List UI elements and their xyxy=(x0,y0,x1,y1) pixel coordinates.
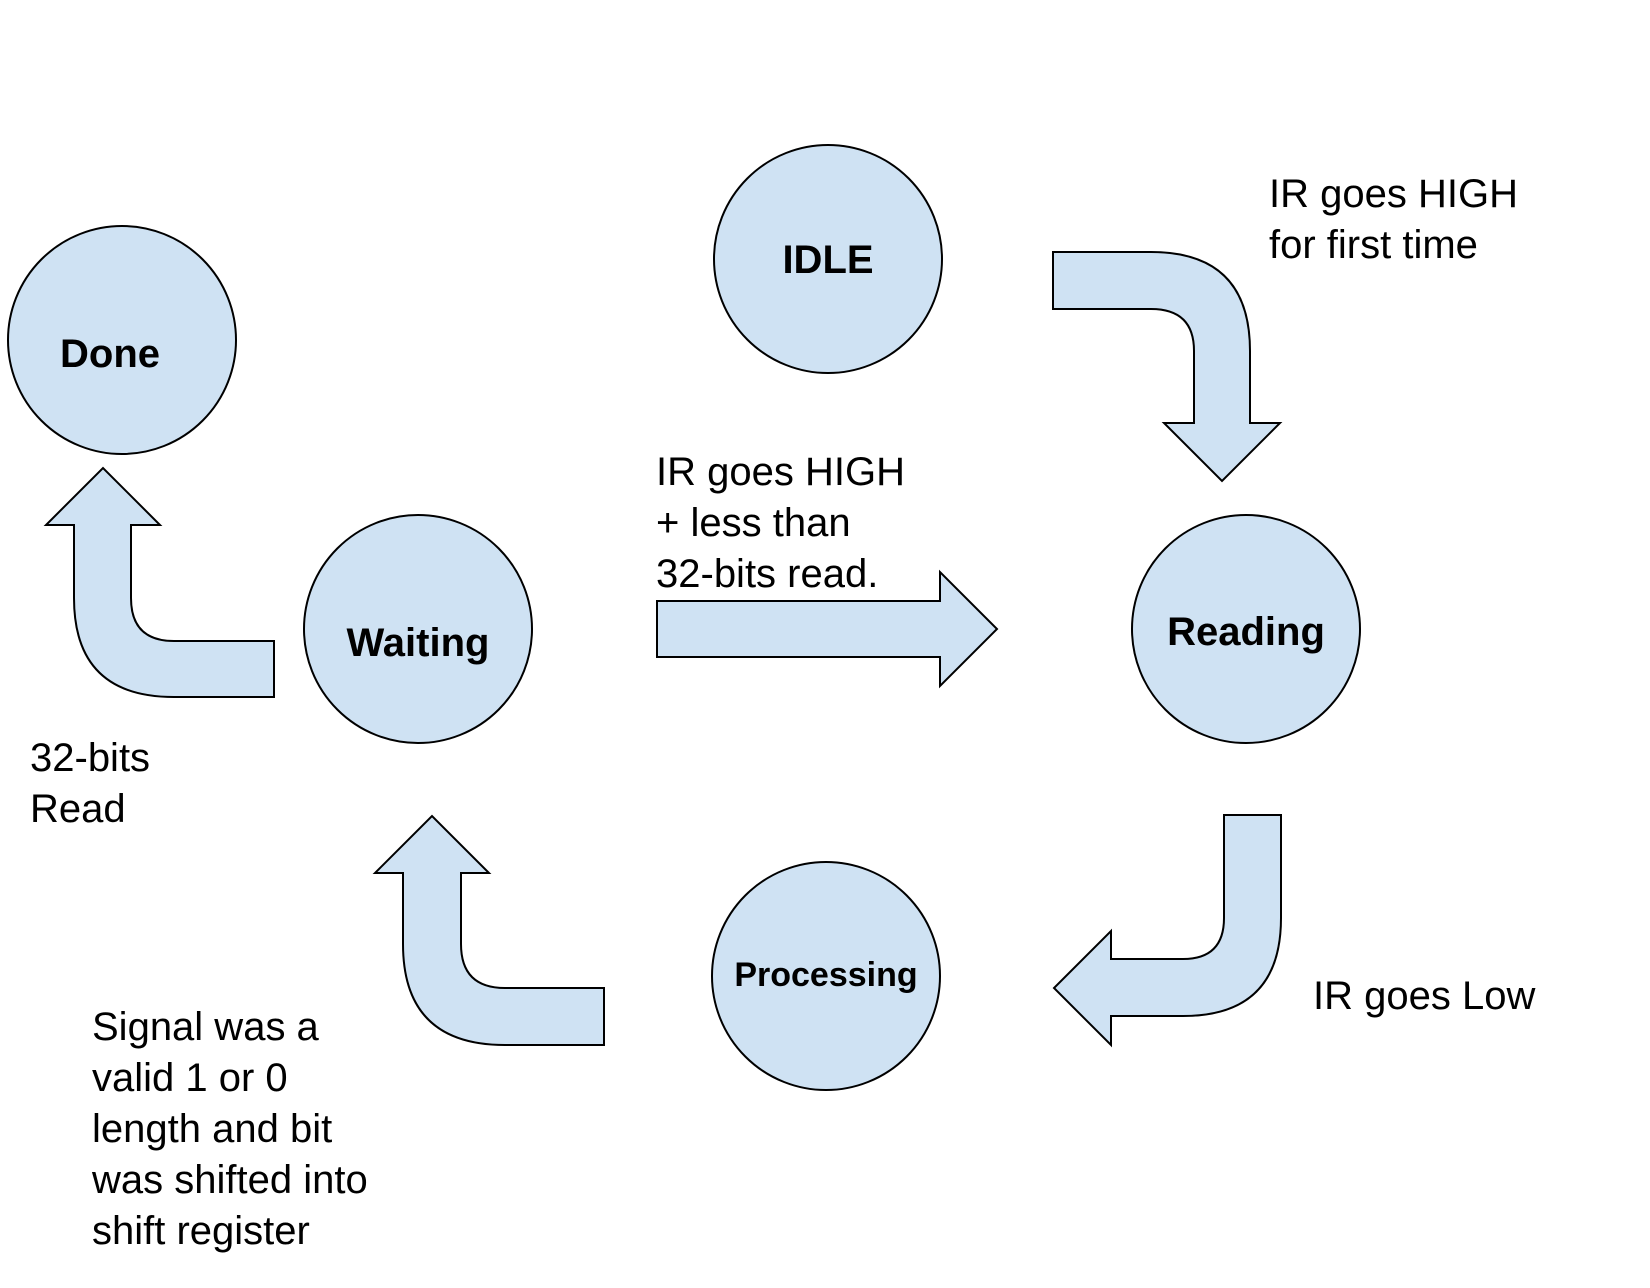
state-idle: IDLE xyxy=(713,144,943,374)
state-processing: Processing xyxy=(711,861,941,1091)
label-line: + less than xyxy=(656,501,851,545)
state-waiting-label: Waiting xyxy=(347,621,490,665)
label-line: shift register xyxy=(92,1209,310,1253)
arrow-processing-to-waiting xyxy=(372,814,605,1046)
label-waiting-to-done: 32-bits Read xyxy=(30,736,161,831)
label-reading-to-processing: IR goes Low xyxy=(1313,974,1535,1018)
label-line: valid 1 or 0 xyxy=(92,1056,288,1100)
label-line: IR goes Low xyxy=(1313,974,1535,1018)
arrow-waiting-to-reading xyxy=(656,569,999,689)
label-waiting-to-reading: IR goes HIGH + less than 32-bits read. xyxy=(656,450,916,596)
state-reading: Reading xyxy=(1131,514,1361,744)
label-line: 32-bits xyxy=(30,736,150,780)
state-idle-label: IDLE xyxy=(782,238,873,282)
label-idle-to-reading: IR goes HIGH for first time xyxy=(1269,172,1529,267)
label-line: for first time xyxy=(1269,223,1478,267)
label-line: 32-bits read. xyxy=(656,552,878,596)
state-done-label: Done xyxy=(60,332,160,376)
state-processing-label: Processing xyxy=(734,956,917,994)
arrow-idle-to-reading xyxy=(1052,251,1283,483)
arrow-waiting-to-done xyxy=(43,466,275,698)
label-line: Read xyxy=(30,787,126,831)
state-reading-label: Reading xyxy=(1167,610,1325,654)
state-done: Done xyxy=(7,225,237,455)
label-line: Signal was a xyxy=(92,1005,320,1049)
arrow-reading-to-processing xyxy=(1052,814,1282,1048)
label-line: IR goes HIGH xyxy=(656,450,905,494)
label-processing-to-waiting: Signal was a valid 1 or 0 length and bit… xyxy=(91,1005,379,1253)
label-line: IR goes HIGH xyxy=(1269,172,1518,216)
label-line: was shifted into xyxy=(91,1158,368,1202)
state-waiting: Waiting xyxy=(303,514,533,744)
label-line: length and bit xyxy=(92,1107,332,1151)
